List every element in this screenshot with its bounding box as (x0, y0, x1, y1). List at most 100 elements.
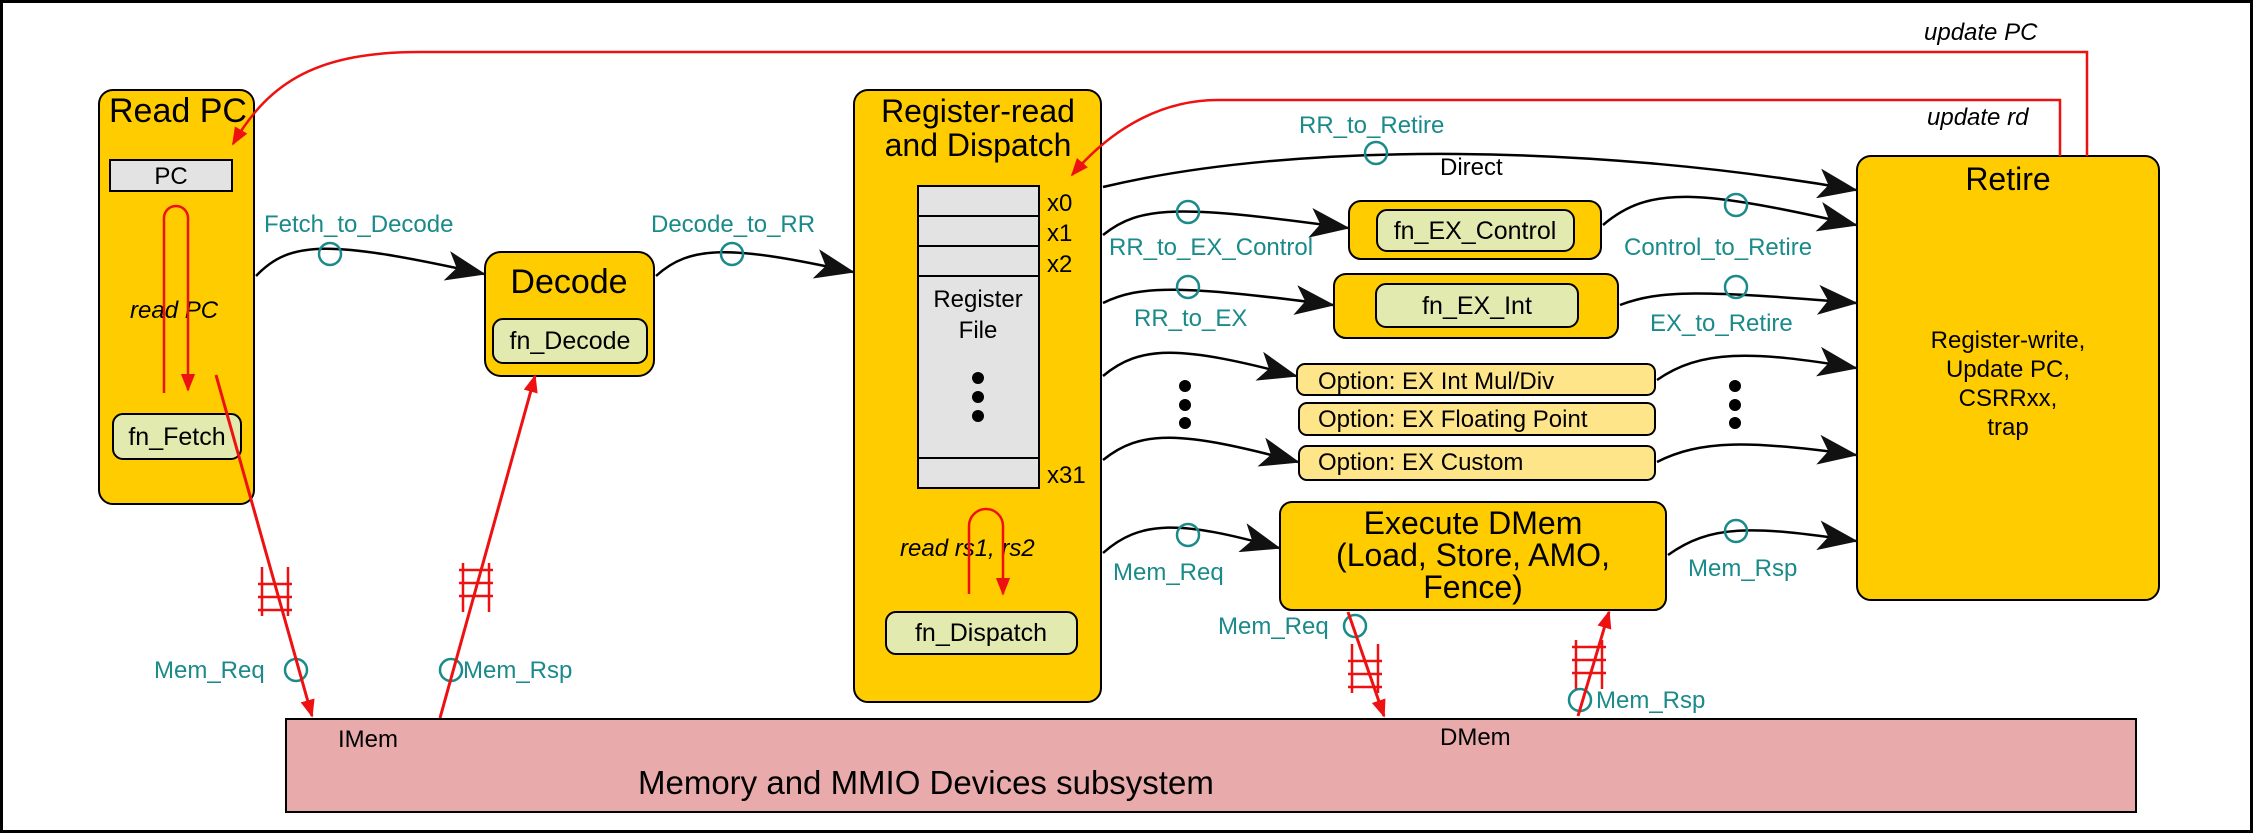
pipeline-arrows (255, 152, 1858, 557)
fn-ex-int-label: fn_EX_Int (1422, 292, 1532, 320)
arrow-dmem-rsp (1576, 610, 1612, 717)
retire-title: Retire (1965, 161, 2050, 197)
label-direct: Direct (1440, 154, 1503, 181)
read-pc-loop-arrow (162, 204, 196, 393)
fn-ex-control-label: fn_EX_Control (1394, 217, 1557, 245)
arrow-dmem-req (1346, 611, 1386, 718)
rr-loop-label: read rs1, rs2 (900, 535, 1035, 562)
fifo-rr-to-retire (1363, 140, 1389, 166)
retire-body-line2: Update PC, (1946, 356, 2070, 383)
label-dmem-req: Mem_Req (1218, 613, 1329, 640)
fn-fetch-box (112, 413, 242, 460)
option-int-muldiv-label: Option: EX Int Mul/Div (1318, 368, 1554, 395)
option-custom-label: Option: EX Custom (1318, 449, 1523, 476)
rr-title-line1: Register-read (881, 93, 1075, 129)
reg-x2-label: x2 (1047, 251, 1072, 278)
fifo-dmem-req (1342, 613, 1368, 639)
label-ex-to-retire: EX_to_Retire (1650, 310, 1793, 337)
rr-loop-arrow (967, 507, 1011, 596)
feedback-arrows (231, 50, 2089, 177)
execute-dmem-line3: Fence) (1423, 569, 1523, 605)
fifo-rr-to-ex (1175, 274, 1201, 300)
retire-body-line3: CSRRxx, (1959, 385, 2058, 412)
fifo-rr-to-ex-control (1175, 199, 1201, 225)
regfile-label-line1: Register (933, 286, 1022, 313)
arrow-control-to-retire (1602, 195, 1858, 232)
retire-body-line1: Register-write, (1931, 327, 2086, 354)
arrow-execute-dmem-to-retire (1667, 520, 1858, 557)
label-rr-to-ex-control: RR_to_EX_Control (1109, 234, 1313, 261)
dmem-label: DMem (1440, 724, 1511, 751)
decode-stage: Decode fn_Decode (484, 251, 655, 377)
label-dmem-rsp: Mem_Rsp (1596, 687, 1705, 714)
label-imem-rsp: Mem_Rsp (463, 657, 572, 684)
ex-int-stage: fn_EX_Int (1333, 273, 1619, 339)
arrow-rr-to-retire (1102, 152, 1858, 199)
read-pc-loop-label: read PC (130, 297, 219, 324)
pc-label: PC (154, 163, 187, 190)
regfile-label-line2: File (959, 317, 998, 344)
memory-title: Memory and MMIO Devices subsystem (638, 764, 1214, 801)
label-rr-to-ex: RR_to_EX (1134, 305, 1247, 332)
reg-x0-label: x0 (1047, 190, 1072, 217)
fifo-ex-to-retire (1723, 274, 1749, 300)
arrow-imem-req (214, 374, 315, 718)
read-pc-title: Read PC (109, 92, 247, 130)
fn-decode-label: fn_Decode (510, 327, 631, 355)
execute-dmem-line2: (Load, Store, AMO, (1336, 537, 1610, 573)
read-pc-stage: Read PC PC read PC fn_Fetch (98, 89, 255, 505)
register-read-stage: Register-read and Dispatch Register File… (853, 89, 1102, 703)
arrow-custom-to-retire (1656, 434, 1858, 465)
ellipsis-options-right (1729, 380, 1741, 429)
arrow-fetch-to-decode (255, 247, 486, 281)
fn-fetch-label: fn_Fetch (128, 423, 225, 451)
arrow-rr-to-ex-control (1102, 207, 1350, 238)
label-update-rd: update rd (1927, 104, 2029, 131)
arrow-update-rd (1070, 98, 2062, 177)
execute-dmem-stage: Execute DMem (Load, Store, AMO, Fence) (1279, 501, 1667, 611)
label-control-to-retire: Control_to_Retire (1624, 234, 1812, 261)
pc-register (109, 159, 233, 192)
arrow-update-pc (231, 50, 2089, 156)
regfile-ellipsis-dot (972, 410, 984, 422)
memory-subsystem: IMem DMem Memory and MMIO Devices subsys… (285, 718, 2137, 813)
arrow-decode-to-rr (655, 249, 855, 279)
ellipsis-options-left (1179, 380, 1191, 429)
label-decode-to-rr: Decode_to_RR (651, 211, 815, 238)
retire-stage: Retire Register-write, Update PC, CSRRxx… (1856, 155, 2160, 601)
fifo-mem-req-rr (1175, 522, 1201, 548)
option-custom: Option: EX Custom (1298, 445, 1656, 481)
imem-label: IMem (338, 726, 398, 753)
option-floating-point: Option: EX Floating Point (1298, 402, 1656, 436)
fifo-ladder-icon-imem-rsp (459, 563, 493, 612)
label-rr-to-retire: RR_to_Retire (1299, 112, 1444, 139)
register-file: Register File (917, 185, 1040, 489)
label-update-pc: update PC (1924, 19, 2038, 46)
label-mem-rsp-retire: Mem_Rsp (1688, 555, 1797, 582)
arrow-muldiv-to-retire (1656, 346, 1858, 382)
arrow-imem-rsp (438, 374, 538, 719)
execute-dmem-line1: Execute DMem (1364, 505, 1583, 541)
fn-ex-int-box (1375, 283, 1579, 328)
fifo-mem-rsp-retire (1723, 518, 1749, 544)
fifo-ladder-icon-imem-req (258, 567, 292, 616)
arrow-ex-int-to-retire (1619, 284, 1858, 315)
fifo-decode-to-rr (719, 241, 745, 267)
fifo-ladder-icon-dmem-rsp (1572, 640, 1606, 689)
ex-control-stage: fn_EX_Control (1348, 200, 1602, 260)
retire-body-line4: trap (1987, 414, 2028, 441)
rr-title-line2: and Dispatch (885, 127, 1072, 163)
arrow-rr-to-option-custom (1102, 436, 1300, 467)
fn-dispatch-label: fn_Dispatch (915, 619, 1047, 647)
fn-decode-box (492, 318, 648, 364)
fifo-fetch-to-decode (317, 241, 343, 267)
fifo-ladder-icons (258, 563, 1606, 693)
regfile-ellipsis-dot (972, 372, 984, 384)
fn-dispatch-box (885, 611, 1078, 655)
regfile-ellipsis-dot (972, 391, 984, 403)
option-floating-point-label: Option: EX Floating Point (1318, 406, 1588, 433)
fifo-ladder-icon-dmem-req (1348, 644, 1382, 693)
option-int-muldiv: Option: EX Int Mul/Div (1296, 363, 1656, 396)
